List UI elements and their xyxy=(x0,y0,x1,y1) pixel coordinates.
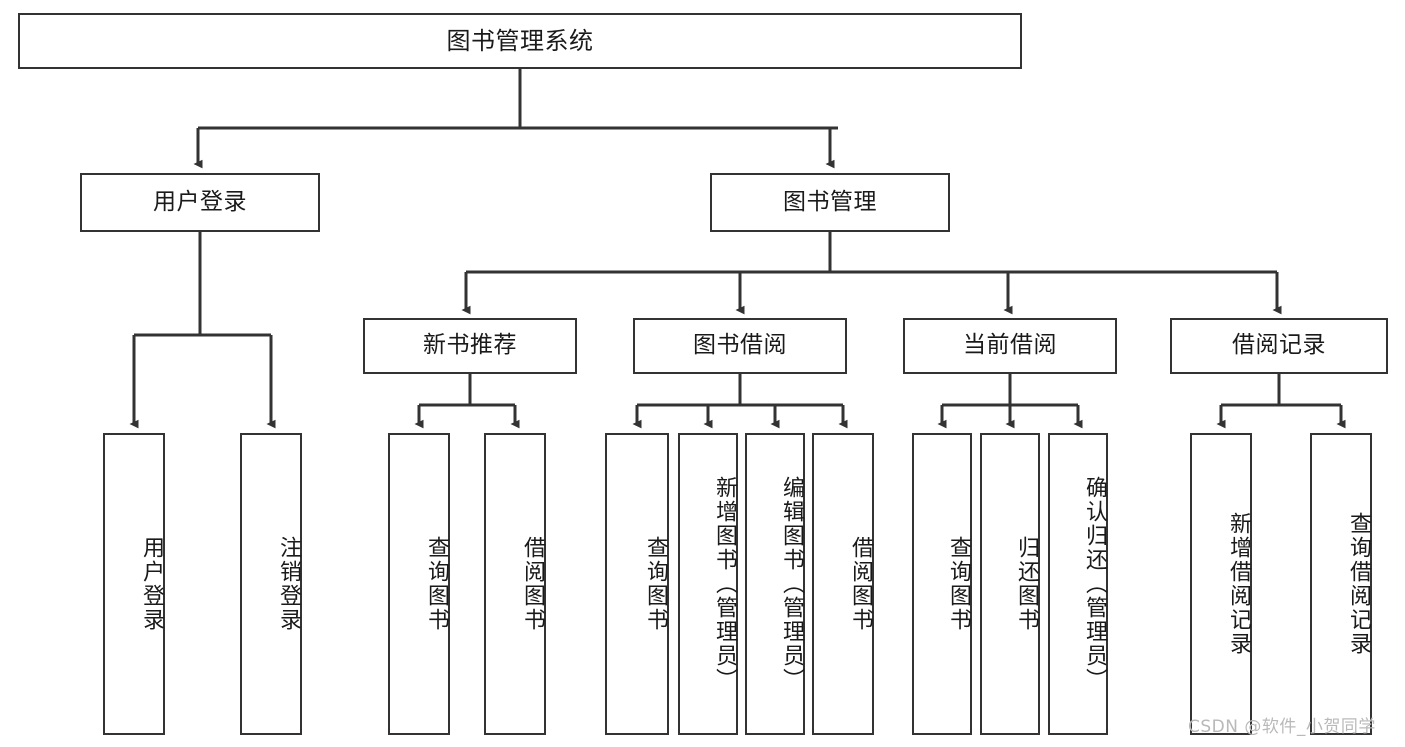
node-user-login[interactable]: 用户登录 xyxy=(80,173,320,232)
node-leaf-user-login[interactable]: 用户登录 xyxy=(103,433,165,735)
node-leaf-add-borrow-record[interactable]: 新增借阅记录 xyxy=(1190,433,1252,735)
node-new-book-recommend[interactable]: 新书推荐 xyxy=(363,318,577,374)
node-leaf-confirm-return-admin[interactable]: 确认归还（管理员） xyxy=(1048,433,1108,735)
node-leaf-query-book-recommend[interactable]: 查询图书 xyxy=(388,433,450,735)
node-leaf-borrow-book[interactable]: 借阅图书 xyxy=(812,433,874,735)
node-root-book-management-system[interactable]: 图书管理系统 xyxy=(18,13,1022,69)
node-borrow-record[interactable]: 借阅记录 xyxy=(1170,318,1388,374)
node-leaf-query-book[interactable]: 查询图书 xyxy=(605,433,669,735)
node-leaf-return-book[interactable]: 归还图书 xyxy=(980,433,1040,735)
node-book-management[interactable]: 图书管理 xyxy=(710,173,950,232)
csdn-watermark: CSDN @软件_小贺同学 xyxy=(1188,717,1376,737)
node-book-borrow[interactable]: 图书借阅 xyxy=(633,318,847,374)
node-leaf-user-logout[interactable]: 注销登录 xyxy=(240,433,302,735)
node-leaf-query-book-current[interactable]: 查询图书 xyxy=(912,433,972,735)
node-leaf-add-book-admin[interactable]: 新增图书（管理员） xyxy=(678,433,738,735)
node-leaf-borrow-book-recommend[interactable]: 借阅图书 xyxy=(484,433,546,735)
node-current-borrow[interactable]: 当前借阅 xyxy=(903,318,1117,374)
node-leaf-query-borrow-record[interactable]: 查询借阅记录 xyxy=(1310,433,1372,735)
node-leaf-edit-book-admin[interactable]: 编辑图书（管理员） xyxy=(745,433,805,735)
